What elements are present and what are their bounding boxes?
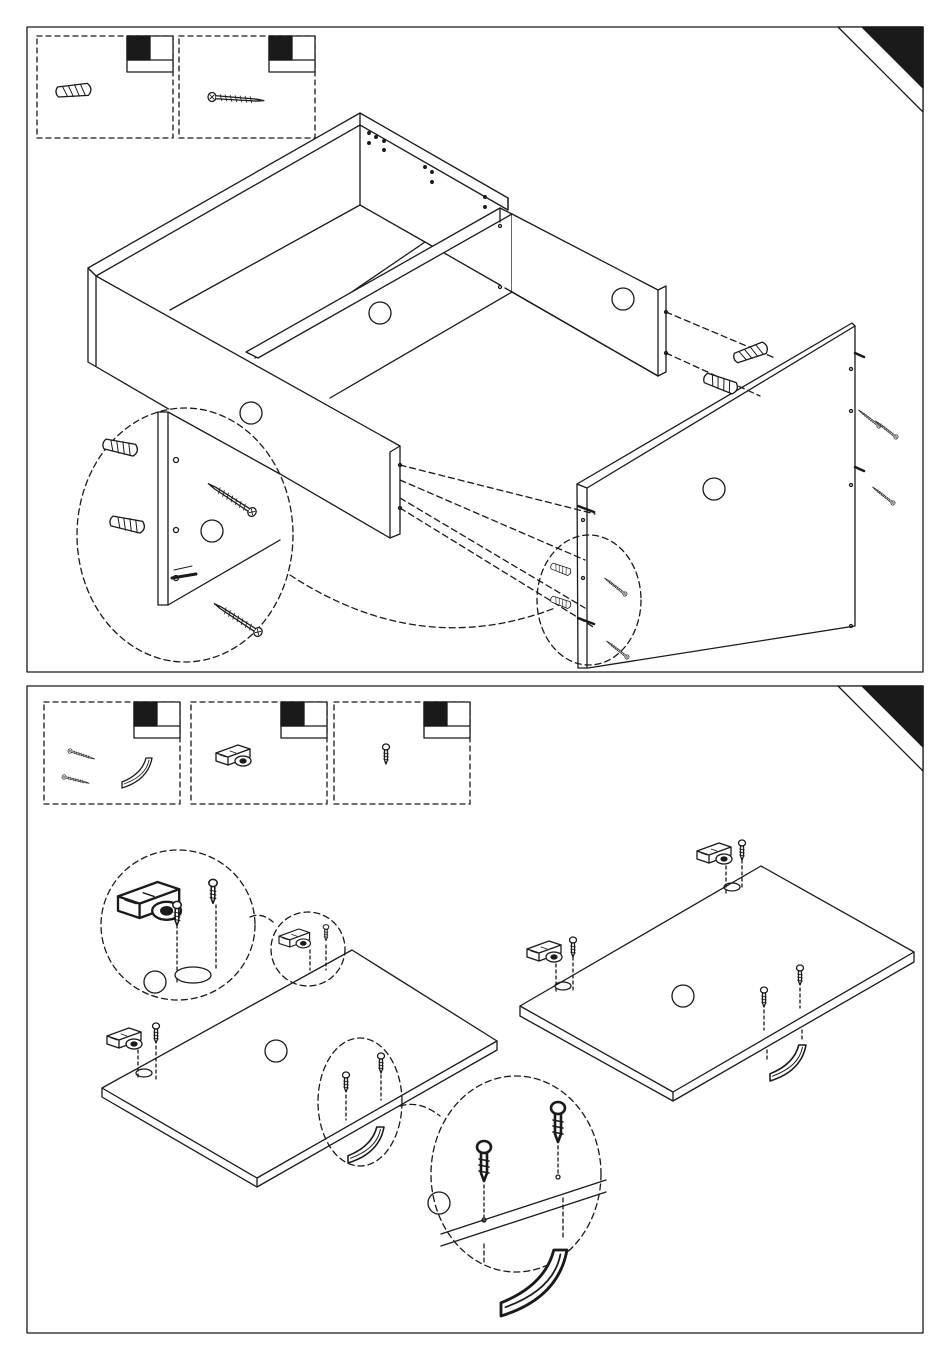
dowel-right-mid: [702, 372, 739, 395]
small-screw-icon: [383, 744, 390, 764]
dowel-detail-right-2: [550, 595, 572, 609]
step-b-parts-box-screw: [334, 702, 470, 804]
handle-screw-icon: [62, 774, 90, 785]
handle-screw-icon: [67, 748, 95, 761]
quantity-marker: [269, 36, 315, 72]
step-a-parts-box-dowel: [37, 36, 173, 138]
dowel-detail-right-1: [550, 562, 572, 576]
callout-middle-divider: [369, 302, 391, 324]
handle-detail-zoom: [428, 1076, 606, 1316]
hinge-right-door-top: [697, 843, 732, 864]
side-panel: [577, 323, 864, 668]
hinge-detail-zoom: [101, 850, 273, 1000]
quantity-marker: [127, 36, 173, 72]
wooden-dowel-icon: [55, 83, 91, 98]
step-a-parts-box-screw: [179, 36, 315, 138]
hinge-left-door-bottom: [107, 1028, 142, 1049]
step-b-parts-box-handle: [44, 702, 180, 804]
right-inner-side: [512, 214, 666, 376]
step-b-parts-box-hinge: [191, 702, 327, 804]
quantity-marker: [281, 702, 327, 738]
handle-and-screws-icon: [122, 758, 152, 788]
quantity-marker: [134, 702, 180, 738]
screw-right-1b: [874, 419, 899, 440]
handle-right-door: [770, 1045, 806, 1081]
right-door: [520, 840, 914, 1101]
hinge-icon: [216, 745, 251, 766]
dowel-right-top: [732, 341, 769, 364]
hinge-right-door-bottom: [527, 941, 562, 962]
screw-right-2: [871, 485, 896, 506]
screw-right-1: [857, 408, 882, 429]
middle-divider: [246, 208, 512, 358]
quantity-marker: [424, 702, 470, 738]
wood-screw-icon: [208, 92, 264, 105]
